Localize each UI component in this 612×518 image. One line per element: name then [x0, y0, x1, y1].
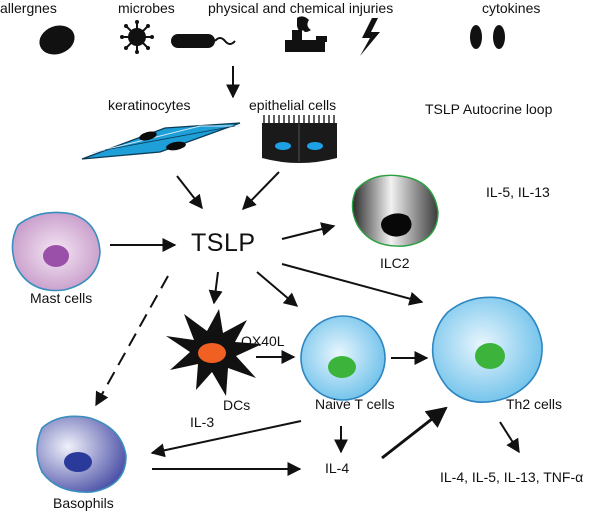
label-ilc2: ILC2	[380, 255, 410, 271]
label-th2-cytokine-output: IL-4, IL-5, IL-13, TNF-α	[440, 469, 584, 485]
arrow-il4-to-th2	[381, 406, 448, 460]
label-tslp: TSLP	[191, 229, 256, 257]
cytokine-icons	[470, 25, 505, 49]
th2-cell-illustration	[431, 296, 543, 404]
label-naive-t-cells: Naive T cells	[315, 396, 395, 412]
label-allergens: allergnes	[0, 0, 57, 16]
ilc2-illustration	[351, 174, 439, 247]
arrow-th2-to-cytokines	[499, 421, 520, 454]
label-ox40l: OX40L	[241, 333, 285, 349]
label-th2-cells: Th2 cells	[506, 396, 563, 412]
label-basophils: Basophils	[53, 495, 114, 511]
label-tslp-autocrine-loop: TSLP Autocrine loop	[425, 101, 553, 117]
dashed-arrow-tslp-to-basophils	[95, 275, 169, 407]
epithelial-cells-illustration	[262, 115, 337, 163]
allergen-icon	[39, 25, 75, 55]
label-cytokines: cytokines	[482, 0, 541, 16]
injury-lightning-icon	[360, 18, 380, 56]
label-microbes: microbes	[118, 0, 175, 16]
arrow-tslp-to-dcs	[208, 271, 223, 305]
basophil-illustration	[36, 415, 127, 493]
label-physical-chemical-injuries: physical and chemical injuries	[208, 0, 394, 16]
label-epithelial-cells: epithelial cells	[249, 97, 337, 113]
arrow-il3-to-basophils	[150, 420, 302, 458]
arrow-epithelial-to-tslp	[242, 171, 280, 211]
injury-cigarette-icon	[285, 16, 327, 52]
label-keratinocytes: keratinocytes	[108, 97, 191, 113]
label-il3: IL-3	[190, 414, 215, 430]
label-il4: IL-4	[325, 460, 350, 476]
keratinocytes-illustration	[81, 122, 241, 160]
label-dcs: DCs	[223, 397, 251, 413]
naive-t-cell-illustration	[300, 315, 386, 401]
arrow-tslp-to-naive-t	[256, 271, 299, 307]
microbe-virus-icon	[120, 20, 154, 54]
microbe-bacterium-icon	[171, 34, 236, 48]
label-mast-cells: Mast cells	[30, 290, 93, 306]
arrow-tslp-to-ilc2	[281, 222, 336, 240]
arrow-tslp-to-th2	[281, 263, 424, 306]
mast-cell-illustration	[11, 211, 101, 292]
arrow-keratinocytes-to-tslp	[176, 175, 203, 210]
dendritic-cell-illustration	[166, 309, 262, 396]
label-il5-il13: IL-5, IL-13	[486, 184, 550, 200]
